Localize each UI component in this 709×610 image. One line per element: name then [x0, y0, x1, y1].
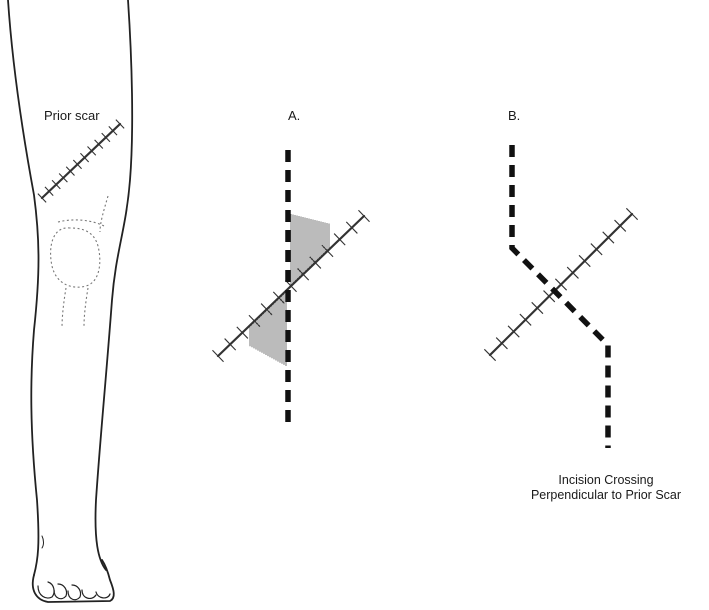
panel-b-label: B. — [508, 108, 520, 123]
leg-outline-right — [95, 0, 132, 570]
knee-contour — [58, 196, 108, 232]
leg-illustration — [8, 0, 132, 602]
skin-bridge-lower-hatch — [250, 291, 286, 366]
leg-prior-scar — [38, 120, 124, 203]
toes — [38, 582, 110, 600]
panel-a-label: A. — [288, 108, 300, 123]
ankle-mark — [42, 536, 44, 548]
caption-line-1: Incision Crossing — [558, 473, 653, 487]
foot-outline — [33, 560, 114, 602]
panel-b — [484, 145, 637, 448]
panel-b-incision — [512, 145, 608, 448]
caption-line-2: Perpendicular to Prior Scar — [531, 488, 681, 502]
prior-scar-label: Prior scar — [44, 108, 100, 123]
patellar-tendon-outline — [62, 288, 88, 328]
leg-outline-left — [8, 0, 39, 575]
patella-outline — [51, 228, 100, 287]
panel-a — [212, 150, 369, 428]
skin-bridge-upper-hatch — [291, 214, 329, 286]
